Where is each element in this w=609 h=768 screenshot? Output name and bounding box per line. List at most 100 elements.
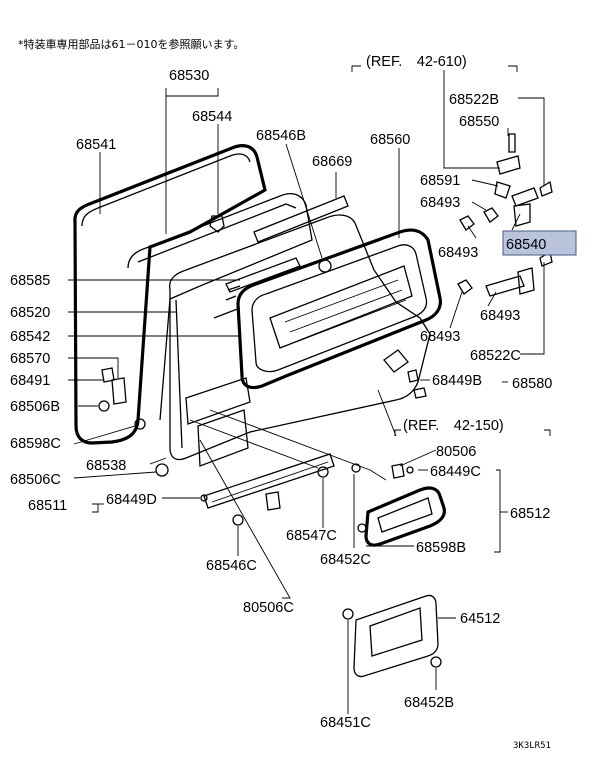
leader-68538	[149, 457, 167, 465]
label-68570: 68570	[10, 351, 50, 367]
label-68560: 68560	[370, 132, 410, 148]
main-panel-access-hole	[197, 409, 249, 467]
ref-top-bracket-left	[351, 65, 361, 72]
clip-68598B	[357, 523, 367, 533]
label-68493-a: 68493	[420, 195, 460, 211]
leader-68530-bracket	[165, 88, 219, 97]
ref-top-bracket-right	[508, 65, 518, 72]
leader-68570	[68, 357, 119, 378]
clip-68544	[209, 215, 225, 233]
ref-42-150: (REF. 42-150)	[403, 418, 504, 434]
screw-68452C	[351, 463, 361, 473]
label-68591: 68591	[420, 173, 460, 189]
weatherstrip-inner-line	[81, 153, 251, 227]
leader-68540	[511, 213, 521, 231]
label-68493-b: 68493	[438, 245, 478, 261]
lock-striker	[383, 349, 409, 373]
screw-68452B	[430, 656, 442, 668]
label-68598B: 68598B	[416, 540, 466, 556]
lower-trim-68511	[203, 453, 335, 509]
label-80506C: 80506C	[243, 600, 294, 616]
outer-panel-top-edge	[137, 203, 297, 263]
label-80506: 80506	[436, 444, 476, 460]
main-panel-lower-cutout	[185, 377, 251, 425]
main-panel-slot	[225, 285, 241, 301]
leader-68506C	[73, 471, 157, 479]
stopper-68580	[413, 387, 427, 399]
cap-68546C	[232, 514, 244, 526]
stopper-68449B	[407, 369, 419, 383]
leader-ref-42-150	[377, 389, 397, 437]
label-68506C: 68506C	[10, 472, 61, 488]
leader-68511-bracket	[92, 503, 99, 513]
leader-80506-to-lock	[209, 409, 387, 481]
label-64512: 64512	[460, 611, 500, 627]
label-68449B: 68449B	[432, 373, 482, 389]
fastener-68506C	[155, 463, 169, 477]
label-68538: 68538	[86, 458, 126, 474]
fastener-68598C	[134, 418, 146, 430]
label-68598C: 68598C	[10, 436, 61, 452]
leader-80506C-rod	[189, 419, 319, 469]
label-68546C: 68546C	[206, 558, 257, 574]
bolt-68493-top	[508, 133, 516, 153]
label-68522B: 68522B	[449, 92, 499, 108]
leader-ref-42-610	[443, 70, 500, 169]
label-68541: 68541	[76, 137, 116, 153]
label-68452C: 68452C	[320, 552, 371, 568]
leader-68522C	[520, 262, 545, 355]
license-garnish-inner	[377, 497, 433, 533]
license-garnish-68512	[364, 486, 446, 547]
molding-68585	[225, 257, 301, 293]
fastener-68506B	[98, 400, 110, 412]
screw-68451C	[342, 608, 354, 620]
molding-68542	[213, 307, 241, 319]
back-door-main-panel	[168, 214, 431, 461]
bolt-68493-c	[457, 279, 473, 295]
label-68550: 68550	[459, 114, 499, 130]
lower-trim-inner	[211, 461, 329, 503]
label-68547C: 68547C	[286, 528, 337, 544]
highlight-box-68540	[502, 230, 577, 256]
leader-68546B	[285, 143, 323, 259]
label-68669: 68669	[312, 154, 352, 170]
hinge-lower-68540	[485, 267, 535, 297]
leader-68522B	[518, 97, 545, 186]
leader-68598C	[73, 425, 136, 445]
leader-80506	[399, 449, 437, 467]
label-68522C: 68522C	[470, 348, 521, 364]
weatherstrip-68541	[73, 144, 267, 445]
hinge-shim-68550	[496, 155, 521, 175]
clip-68449D	[200, 494, 208, 502]
leader-68493-a	[471, 201, 487, 211]
label-68530: 68530	[169, 68, 209, 84]
leader-68493-d	[487, 291, 497, 307]
leader-80506C	[199, 439, 291, 599]
special-parts-note: *特装車専用部品は61－010を参照願います。	[18, 37, 244, 51]
label-68452B: 68452B	[404, 695, 454, 711]
bumper-68546B	[318, 259, 332, 273]
label-68540: 68540	[506, 237, 546, 253]
leader-68493-b	[467, 225, 477, 239]
clip-80506	[391, 463, 405, 479]
hinge-pad-68591	[494, 181, 511, 199]
label-68493-d: 68493	[480, 308, 520, 324]
back-door-outer-panel	[127, 193, 313, 421]
label-68449C: 68449C	[430, 464, 481, 480]
hinge-upper-68540	[511, 187, 539, 227]
clip-68449C	[406, 466, 414, 474]
label-68493-c: 68493	[420, 329, 460, 345]
ref-mid-bracket-right	[544, 429, 551, 436]
bolt-68493-b	[483, 207, 499, 223]
diagram-code: 3K3LR51	[513, 741, 551, 751]
inner-cover-recess	[369, 607, 423, 657]
leader-68512-bracket	[494, 469, 501, 553]
label-68449D: 68449D	[106, 492, 157, 508]
window-defroster-area	[269, 265, 413, 349]
upper-strip-68669	[253, 195, 349, 243]
label-68520: 68520	[10, 305, 50, 321]
label-68512: 68512	[510, 506, 550, 522]
window-glass	[251, 244, 428, 373]
